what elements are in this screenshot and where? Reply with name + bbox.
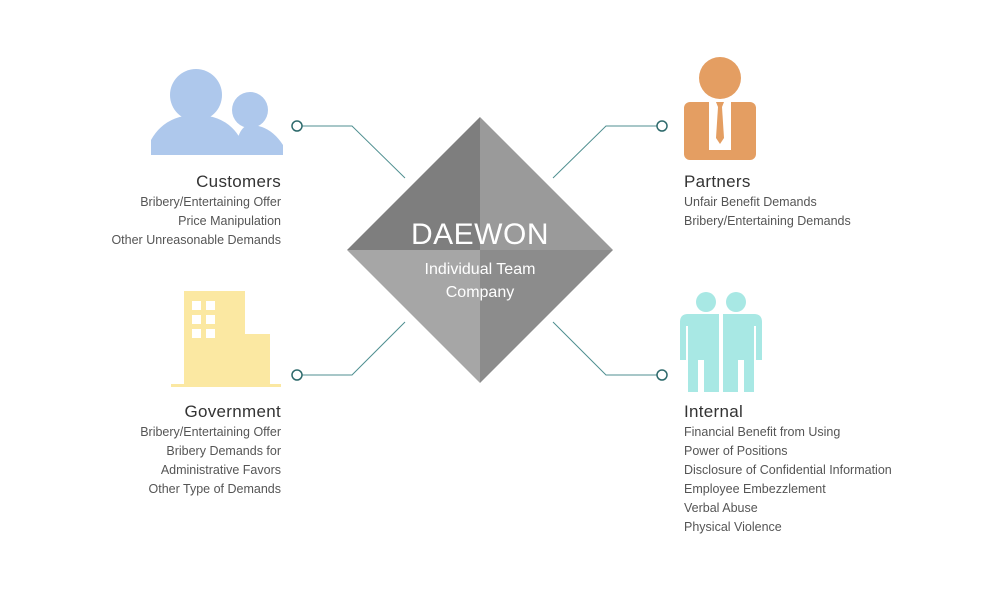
customers-item: Bribery/Entertaining Offer [140, 195, 281, 209]
connector-customers [302, 125, 406, 179]
government-item: Bribery/Entertaining Offer [140, 425, 281, 439]
internal-item: Employee Embezzlement [684, 482, 826, 496]
center-subtitle-line2: Company [445, 284, 515, 301]
government-item: Administrative Favors [160, 463, 281, 477]
connector-dot-customers [291, 120, 303, 132]
employees-icon [680, 292, 762, 392]
internal-item: Verbal Abuse [684, 501, 758, 515]
connector-dot-government [291, 369, 303, 381]
internal-item: Physical Violence [684, 520, 782, 534]
government-list: Bribery/Entertaining Offer Bribery Deman… [60, 423, 281, 499]
government-title: Government [184, 402, 281, 421]
connector-government [302, 321, 406, 376]
customers-item: Price Manipulation [178, 214, 281, 228]
customers-item: Other Unreasonable Demands [111, 233, 281, 247]
internal-item: Disclosure of Confidential Information [684, 463, 892, 477]
internal-item: Financial Benefit from Using [684, 425, 841, 439]
partners-title: Partners [684, 172, 751, 191]
internal-title: Internal [684, 402, 744, 421]
connector-partners [552, 125, 658, 179]
connector-dot-partners [656, 120, 668, 132]
government-item: Other Type of Demands [148, 482, 281, 496]
customers-list: Bribery/Entertaining Offer Price Manipul… [60, 193, 281, 250]
users-icon [151, 69, 283, 155]
partners-item: Bribery/Entertaining Demands [684, 214, 851, 228]
internal-item: Power of Positions [684, 444, 788, 458]
internal-list: Financial Benefit from Using Power of Po… [684, 423, 892, 537]
center-subtitle-line1: Individual Team [424, 261, 536, 278]
center-diamond [347, 117, 613, 383]
government-item: Bribery Demands for [166, 444, 281, 458]
building-icon [171, 291, 281, 387]
customers-title: Customers [196, 172, 281, 191]
businessman-icon [684, 57, 756, 160]
connector-dot-internal [656, 369, 668, 381]
partners-item: Unfair Benefit Demands [684, 195, 817, 209]
connector-internal [552, 321, 658, 376]
partners-list: Unfair Benefit Demands Bribery/Entertain… [684, 193, 851, 231]
center-title: DAEWON [411, 218, 549, 251]
